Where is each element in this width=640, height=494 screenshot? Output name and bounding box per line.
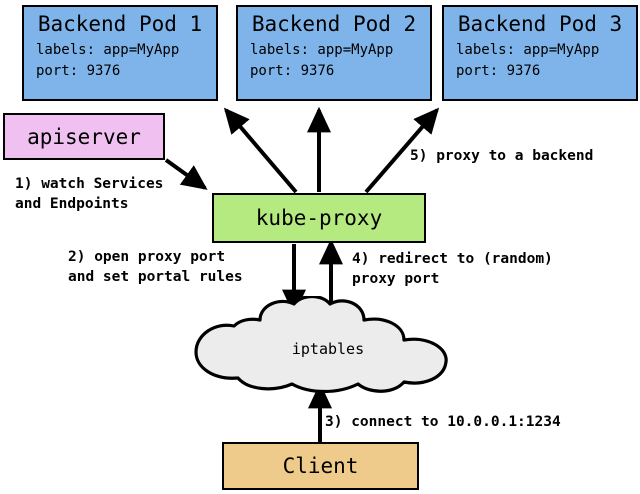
flow-step-1-label: 1) watch Services and Endpoints [15, 176, 164, 212]
client-node[interactable]: Client [222, 442, 419, 490]
pod-title: Backend Pod 1 [37, 12, 203, 36]
flow-step-4-label: 4) redirect to (random) proxy port [352, 251, 553, 287]
apiserver-label: apiserver [27, 124, 141, 149]
pod-labels-line: labels: app=MyApp [250, 42, 394, 58]
backend-pod-3[interactable]: Backend Pod 3 labels: app=MyApp port: 93… [442, 5, 638, 101]
pod-port-line: port: 9376 [250, 63, 335, 79]
pod-labels-line: labels: app=MyApp [36, 42, 180, 58]
edge-apiserver-to-kubeproxy [164, 158, 208, 190]
pod-title: Backend Pod 3 [457, 12, 623, 36]
pod-title: Backend Pod 2 [251, 12, 417, 36]
backend-pod-2[interactable]: Backend Pod 2 labels: app=MyApp port: 93… [236, 5, 432, 101]
apiserver-node[interactable]: apiserver [3, 113, 165, 160]
pod-port-line: port: 9376 [456, 63, 541, 79]
pod-port-line: port: 9376 [36, 63, 121, 79]
iptables-label: iptables [291, 340, 365, 358]
kube-proxy-node[interactable]: kube-proxy [212, 193, 426, 243]
flow-step-5-label: 5) proxy to a backend [410, 148, 594, 164]
iptables-cloud [188, 294, 468, 396]
flow-step-3-label: 3) connect to 10.0.0.1:1234 [325, 414, 561, 430]
flow-step-2-label: 2) open proxy port and set portal rules [68, 249, 243, 285]
kube-proxy-label: kube-proxy [255, 206, 383, 230]
pod-labels-line: labels: app=MyApp [456, 42, 600, 58]
client-label: Client [282, 454, 359, 478]
edge-kubeproxy-to-pod1 [223, 107, 298, 194]
backend-pod-1[interactable]: Backend Pod 1 labels: app=MyApp port: 93… [22, 5, 218, 101]
